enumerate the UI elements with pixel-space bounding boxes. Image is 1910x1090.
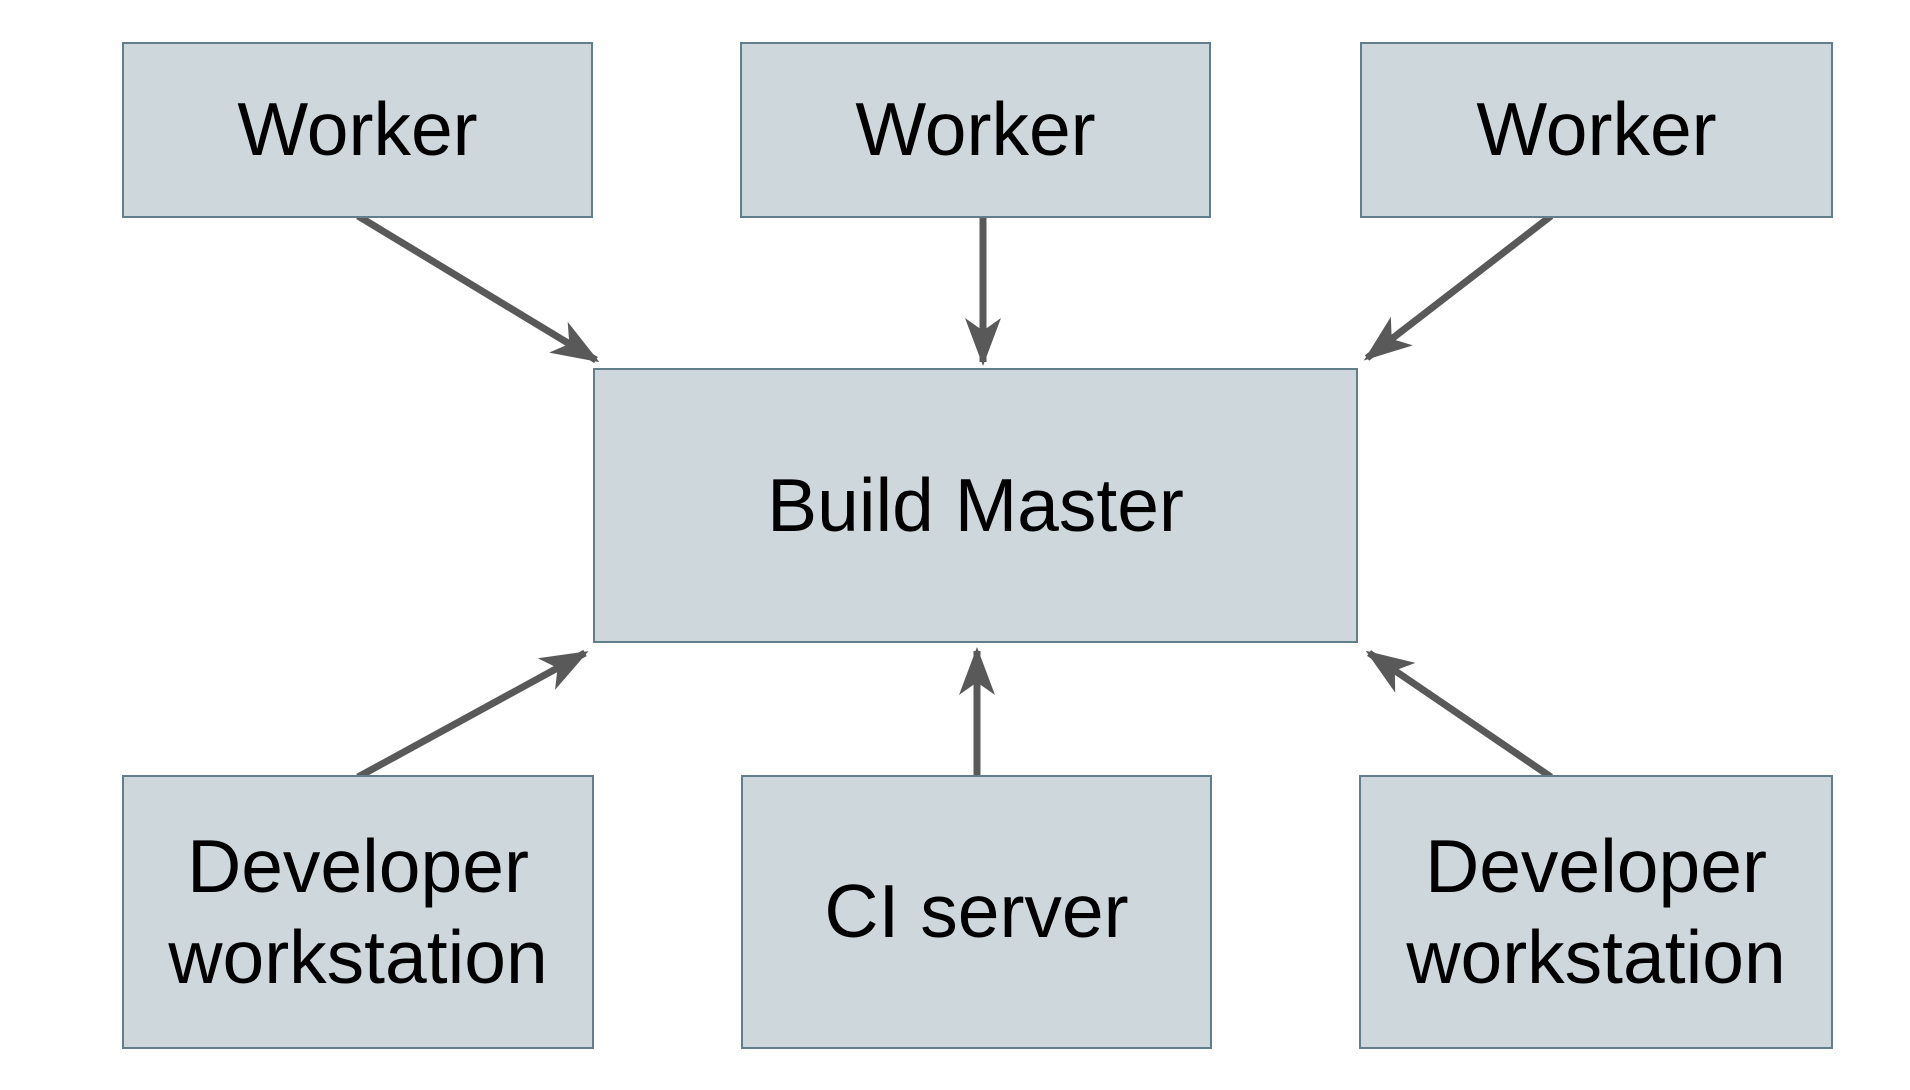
node-worker-right: Worker bbox=[1360, 42, 1833, 218]
node-worker-right-label: Worker bbox=[1476, 87, 1717, 172]
node-developer-workstation-right: Developer workstation bbox=[1359, 775, 1833, 1049]
node-worker-middle-label: Worker bbox=[855, 87, 1096, 172]
arrow-worker-right-to-build-master bbox=[1363, 213, 1554, 361]
node-worker-left: Worker bbox=[122, 42, 593, 218]
node-build-master: Build Master bbox=[593, 368, 1358, 643]
arrow-dev-workstation-right-to-build-master bbox=[1365, 650, 1553, 780]
node-worker-middle: Worker bbox=[740, 42, 1211, 218]
node-ci-server-label: CI server bbox=[824, 869, 1129, 954]
node-developer-workstation-left-label: Developer workstation bbox=[168, 823, 548, 1000]
node-developer-workstation-left: Developer workstation bbox=[122, 775, 594, 1049]
node-build-master-label: Build Master bbox=[767, 462, 1184, 547]
arrow-dev-workstation-left-to-build-master bbox=[356, 649, 589, 781]
node-developer-workstation-right-label: Developer workstation bbox=[1406, 823, 1786, 1000]
arrow-worker-left-to-build-master bbox=[356, 213, 600, 363]
node-ci-server: CI server bbox=[741, 775, 1212, 1049]
node-worker-left-label: Worker bbox=[237, 87, 478, 172]
